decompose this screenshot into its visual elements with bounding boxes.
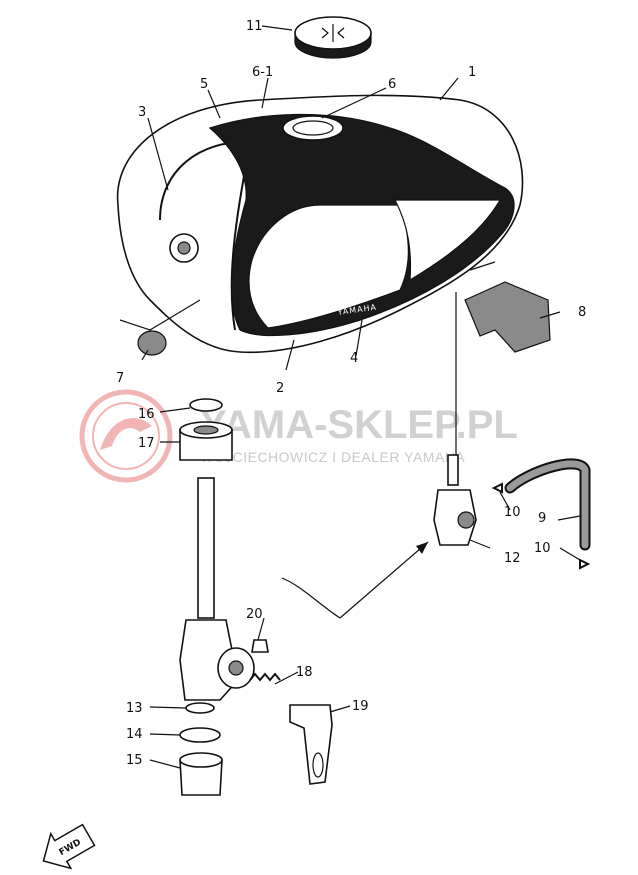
grommet-part xyxy=(137,330,167,356)
watermark-title: YAMA-SKLEP.PL xyxy=(200,403,518,447)
fuel-cap-part xyxy=(294,16,372,59)
watermark-subtitle: WOJCIECHOWICZ I DEALER YAMAHA xyxy=(200,449,465,465)
fuel-cock-part xyxy=(433,454,477,546)
clip-lower-part xyxy=(579,558,591,570)
callout-10-upper: 10 xyxy=(504,505,521,520)
fwd-arrow-icon xyxy=(42,823,96,870)
screw-part xyxy=(251,639,269,653)
callout-15: 15 xyxy=(126,753,143,768)
callout-19: 19 xyxy=(352,699,369,714)
tank-badge-number: 80 xyxy=(336,252,384,298)
callout-10-lower: 10 xyxy=(534,541,551,556)
fuel-cock-assembly-part xyxy=(179,477,255,701)
callout-9: 9 xyxy=(538,511,546,526)
callout-16: 16 xyxy=(138,407,155,422)
strainer-ring-part xyxy=(189,398,223,412)
watermark-logo-icon xyxy=(79,389,173,483)
callout-6: 6 xyxy=(388,77,396,92)
strainer-cup-part xyxy=(179,421,233,461)
fuel-pipe-part xyxy=(504,458,591,551)
callout-13: 13 xyxy=(126,701,143,716)
callout-14: 14 xyxy=(126,727,143,742)
fwd-arrow: FWD xyxy=(42,823,96,870)
watermark: YAMA-SKLEP.PL WOJCIECHOWICZ I DEALER YAM… xyxy=(79,389,518,483)
leader-lines xyxy=(141,25,581,769)
callout-20: 20 xyxy=(246,607,263,622)
lever-part xyxy=(289,704,333,785)
o-ring-part xyxy=(179,727,221,743)
callout-12: 12 xyxy=(504,551,521,566)
callout-11: 11 xyxy=(246,19,263,34)
damper-part xyxy=(464,281,551,353)
callout-17: 17 xyxy=(138,436,155,451)
callout-5: 5 xyxy=(200,77,208,92)
clip-upper-part xyxy=(491,482,503,494)
callout-labels: 1 2 3 4 5 6 6-1 7 8 9 10 10 11 12 13 14 … xyxy=(116,19,586,768)
callout-1: 1 xyxy=(468,65,476,80)
callout-6-1: 6-1 xyxy=(252,65,273,80)
fuel-tank-part: 80 YAMAHA xyxy=(116,94,524,354)
callout-7: 7 xyxy=(116,371,124,386)
callout-3: 3 xyxy=(138,105,146,120)
gasket-part xyxy=(185,702,215,714)
callout-8: 8 xyxy=(578,305,586,320)
spring-part xyxy=(249,672,281,682)
callout-18: 18 xyxy=(296,665,313,680)
sediment-bowl-part xyxy=(179,752,223,796)
callout-4: 4 xyxy=(350,351,358,366)
callout-2: 2 xyxy=(276,381,284,396)
